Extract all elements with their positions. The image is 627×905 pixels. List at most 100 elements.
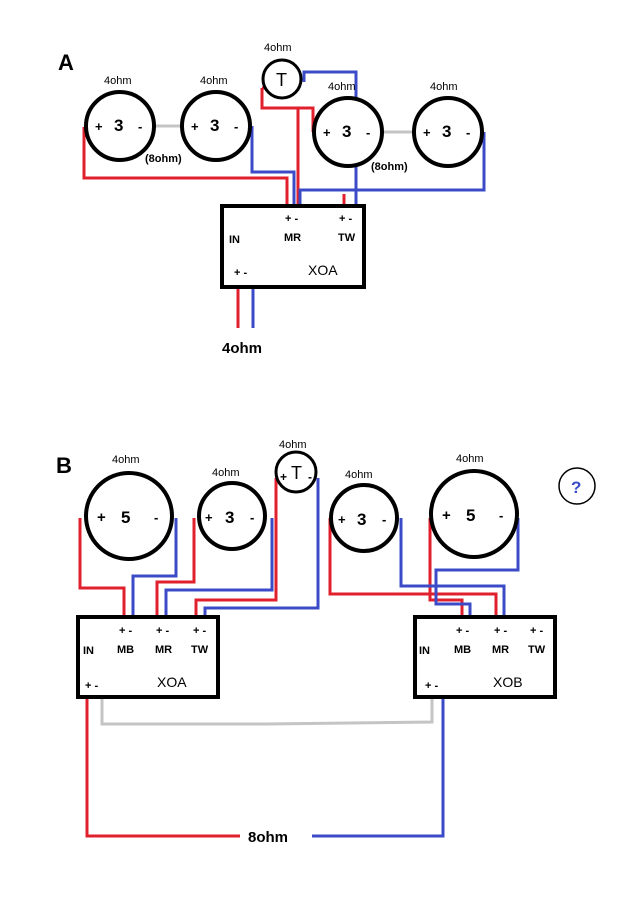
driver-a2-value: 3 [210, 116, 219, 135]
xoa-mr-label: MR [284, 232, 301, 244]
b-xob-mr-label: MR [492, 644, 509, 656]
xoa-name: XOA [308, 262, 338, 278]
driver-b1-rating: 4ohm [112, 454, 140, 466]
wire-b-blue-d4 [434, 518, 520, 617]
tweeter-b-icon [274, 450, 318, 494]
tweeter-b-rating: 4ohm [279, 439, 307, 451]
driver-b4-plus: + [442, 507, 451, 524]
driver-a1-rating: 4ohm [104, 75, 132, 87]
xoa-mr-polarity: + - [285, 213, 298, 225]
wire-a-blue-left-pair [250, 126, 296, 206]
driver-b3-plus: + [338, 512, 346, 527]
tweeter-a-icon [261, 58, 303, 100]
pair-a-right-label: (8ohm) [371, 161, 408, 173]
driver-b3-minus: - [382, 512, 386, 527]
wire-b-red-d1 [78, 518, 126, 617]
speaker-a1-icon [84, 90, 156, 162]
b-xoa-mb-label: MB [117, 644, 134, 656]
driver-b4-value: 5 [466, 506, 475, 525]
output-b-label: 8ohm [248, 829, 288, 846]
driver-a4-value: 3 [442, 122, 451, 141]
driver-a3-plus: + [323, 125, 331, 140]
speaker-b1-icon [84, 471, 174, 561]
b-xob-tw-polarity: + - [530, 625, 543, 637]
driver-b2-value: 3 [225, 508, 234, 527]
wire-b-blue-d3 [399, 518, 506, 617]
tweeter-b-minus: - [308, 470, 312, 484]
xoa-in-label: IN [229, 234, 240, 246]
speaker-b4-icon [429, 469, 519, 559]
driver-b3-value: 3 [357, 510, 366, 529]
driver-a3-rating: 4ohm [328, 81, 356, 93]
driver-b3-rating: 4ohm [345, 469, 373, 481]
wire-b-blue-tweeter [203, 478, 320, 617]
wire-b-red-d2 [155, 518, 196, 617]
wire-b-red-output [85, 697, 240, 838]
driver-a4-minus: - [466, 125, 470, 140]
driver-a1-value: 3 [114, 116, 123, 135]
driver-a3-value: 3 [342, 122, 351, 141]
b-xob-in-label: IN [419, 645, 430, 657]
b-xoa-mr-label: MR [155, 644, 172, 656]
wire-b-blue-output [312, 697, 445, 838]
driver-b1-plus: + [97, 509, 106, 526]
driver-a1-minus: - [138, 119, 142, 134]
speaker-b2-icon [197, 481, 267, 551]
tweeter-a-symbol: T [276, 70, 287, 90]
xoa-tw-polarity: + - [339, 213, 352, 225]
pair-a-left-label: (8ohm) [145, 153, 182, 165]
diagram-a: A 4ohm T 4ohm + 3 - 4ohm + 3 - (8ohm) [58, 42, 486, 357]
wire-b-red-tweeter [194, 478, 278, 617]
wire-b-red-d3 [328, 518, 498, 617]
diagram-b: B 4ohm + 5 - 4ohm + 3 - 4ohm + T - [56, 439, 596, 846]
tweeter-b-plus: + [280, 470, 287, 484]
wire-b-gray-series-link [100, 697, 434, 726]
b-xob-tw-label: TW [528, 644, 546, 656]
tweeter-b-symbol: T [291, 463, 302, 483]
b-xob-mr-polarity: + - [494, 625, 507, 637]
driver-b1-minus: - [154, 510, 158, 525]
driver-b4-rating: 4ohm [456, 453, 484, 465]
wire-a-red-tweeter-to-mr [260, 88, 300, 206]
diagram-b-label: B [56, 453, 72, 478]
diagram-a-label: A [58, 50, 74, 75]
tweeter-a-rating: 4ohm [264, 42, 292, 54]
driver-b2-minus: - [250, 510, 254, 525]
driver-a4-plus: + [423, 125, 431, 140]
driver-a4-rating: 4ohm [430, 81, 458, 93]
xoa-tw-label: TW [338, 232, 356, 244]
wire-b-blue-d1 [131, 518, 178, 617]
b-xoa-tw-polarity: + - [193, 625, 206, 637]
driver-b1-value: 5 [121, 508, 130, 527]
b-xoa-mb-polarity: + - [119, 625, 132, 637]
speaker-a2-icon [180, 90, 252, 162]
driver-b2-plus: + [205, 510, 213, 525]
b-xoa-tw-label: TW [191, 644, 209, 656]
question-icon [558, 467, 596, 505]
driver-b2-rating: 4ohm [212, 467, 240, 479]
b-xob-mb-label: MB [454, 644, 471, 656]
b-xoa-in-label: IN [83, 645, 94, 657]
driver-a2-rating: 4ohm [200, 75, 228, 87]
wire-a-red-right-pair [298, 106, 315, 132]
driver-b4-minus: - [499, 508, 503, 523]
crossover-b-xoa-box [76, 615, 220, 699]
wire-b-blue-d2 [164, 518, 274, 617]
b-xoa-name: XOA [157, 674, 187, 690]
b-xoa-in-polarity: + - [85, 680, 98, 692]
output-a-label: 4ohm [222, 340, 262, 357]
b-xoa-mr-polarity: + - [156, 625, 169, 637]
question-mark: ? [571, 478, 581, 497]
crossover-a-box [220, 204, 366, 289]
b-xob-name: XOB [493, 674, 523, 690]
xoa-in-polarity: + - [234, 267, 247, 279]
driver-a2-minus: - [234, 119, 238, 134]
speaker-a4-icon [412, 96, 484, 168]
driver-a2-plus: + [191, 119, 199, 134]
crossover-b-xob-box [413, 615, 557, 699]
wire-a-blue-right-pair [298, 132, 486, 206]
wire-b-red-d4 [428, 518, 464, 617]
driver-a3-minus: - [366, 125, 370, 140]
wire-a-red-left-pair [82, 127, 289, 206]
